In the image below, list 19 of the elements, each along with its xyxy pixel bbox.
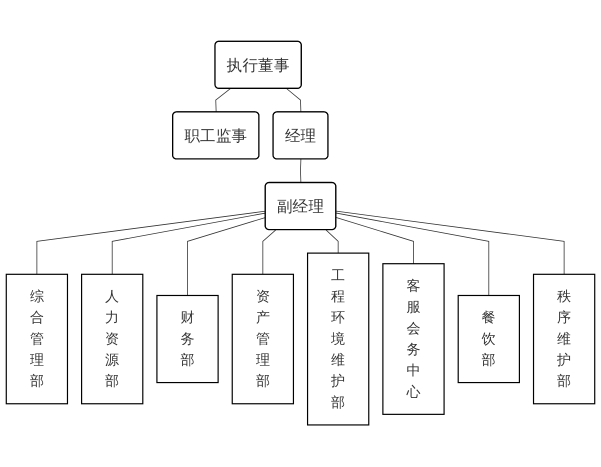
node-box: 秩序维护部 — [532, 274, 596, 405]
connector — [286, 88, 302, 114]
connector — [300, 159, 302, 184]
connector — [326, 230, 339, 254]
node-box: 餐饮部 — [458, 295, 520, 384]
node-box: 综合管理部 — [6, 274, 68, 405]
node-box: 客服会务中心 — [382, 264, 445, 416]
node-box: 资产管理部 — [232, 274, 294, 405]
connector — [336, 217, 414, 264]
connector — [215, 88, 231, 114]
connector — [262, 230, 276, 276]
node-box: 人力资源部 — [81, 274, 144, 405]
connector — [36, 211, 266, 276]
node-box: 工程环境维护部 — [306, 252, 370, 426]
node-box: 财务部 — [156, 295, 219, 384]
connector — [187, 217, 266, 296]
connector — [336, 211, 565, 276]
connector — [112, 213, 266, 276]
connector — [336, 213, 490, 296]
